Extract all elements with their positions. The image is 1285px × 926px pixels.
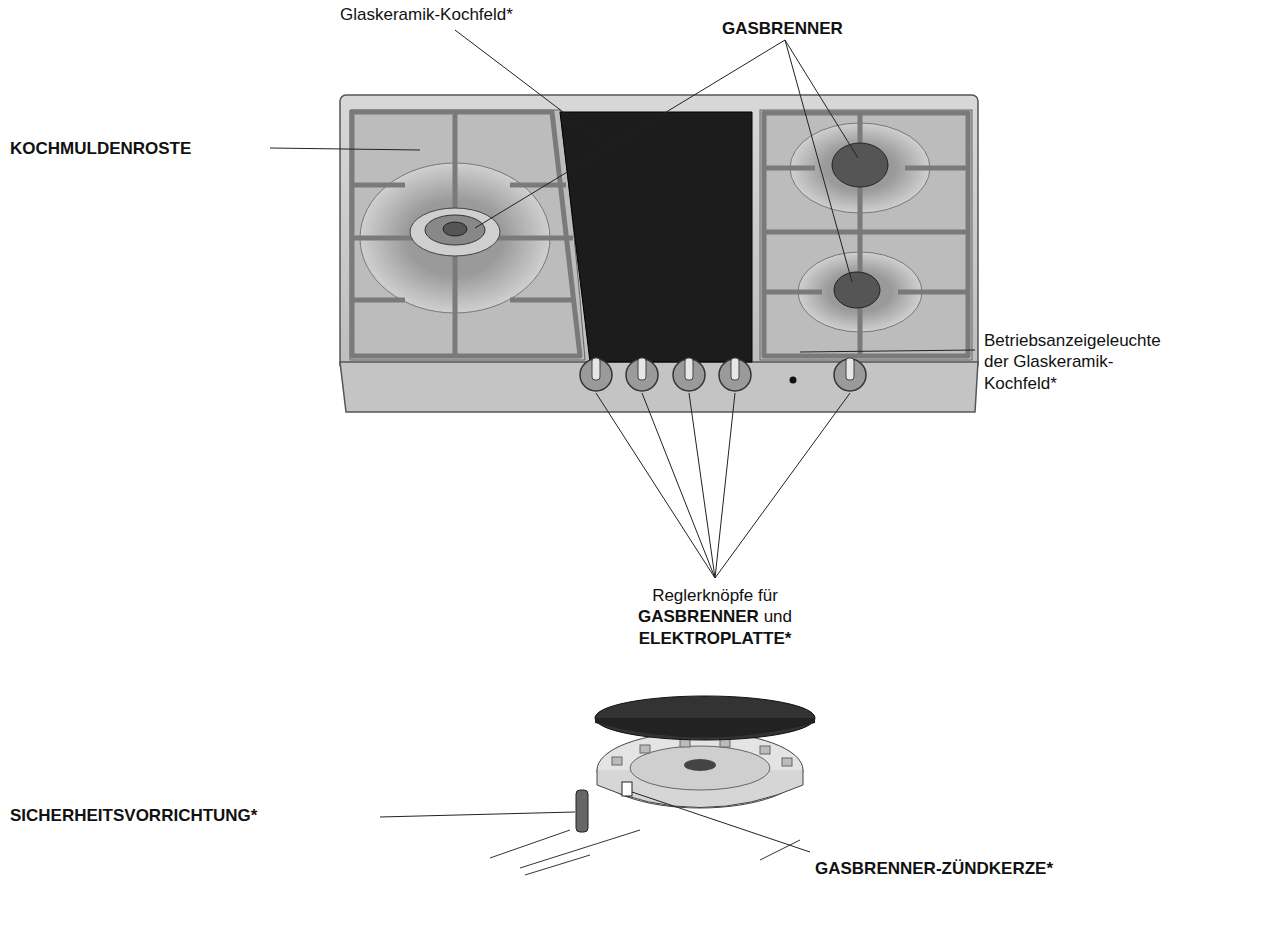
leader-lines [270, 30, 975, 578]
part-label: Betriebsanzeigeleuchte der Glaskeramik-K… [984, 330, 1154, 394]
part-label: SICHERHEITSVORRICHTUNG* [10, 805, 257, 826]
part-label: KOCHMULDENROSTE [10, 138, 191, 159]
hob-top [340, 95, 978, 412]
part-label: Reglerknöpfe für GASBRENNER und ELEKTROP… [595, 585, 835, 649]
part-label: GASBRENNER-ZÜNDKERZE* [815, 858, 1053, 879]
part-label: GASBRENNER [722, 18, 843, 39]
burner-detail [380, 696, 815, 875]
part-label: Glaskeramik-Kochfeld* [340, 4, 513, 25]
